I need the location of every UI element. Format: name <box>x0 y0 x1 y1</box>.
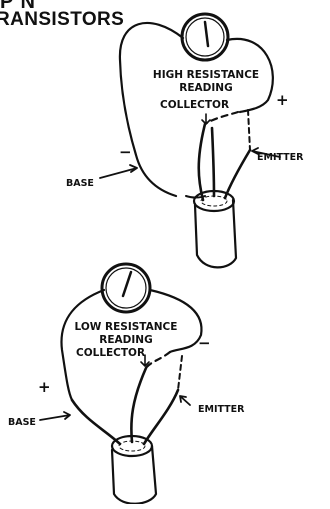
base-test-lead <box>60 288 106 402</box>
reading-label-line-2: READING <box>99 334 152 346</box>
reading-label-line-1: LOW RESISTANCE <box>75 321 178 333</box>
base-test-lead <box>118 21 185 198</box>
probe-polarity-sign: − <box>198 334 211 352</box>
base-polarity-sign: + <box>38 378 51 396</box>
low-resistance-diagram: LOW RESISTANCE READING COLLECTOR EMITTER… <box>8 262 245 505</box>
emitter-label: EMITTER <box>198 404 245 415</box>
transistor-icon <box>192 189 238 269</box>
high-resistance-diagram: HIGH RESISTANCE READING COLLECTOR EMITTE… <box>66 12 304 269</box>
probe-polarity-sign: + <box>276 91 289 109</box>
collector-label: COLLECTOR <box>76 347 145 359</box>
emitter-label: EMITTER <box>257 152 304 163</box>
collector-label: COLLECTOR <box>160 99 229 111</box>
reading-label-line-1: HIGH RESISTANCE <box>153 69 259 81</box>
base-polarity-sign: − <box>119 143 132 161</box>
transistor-icon <box>110 434 158 505</box>
heading-line-2: RANSISTORS <box>0 9 125 30</box>
emitter-test-lead <box>225 37 274 114</box>
base-label: BASE <box>66 178 94 189</box>
base-label: BASE <box>8 417 36 428</box>
reading-label-line-2: READING <box>179 82 232 94</box>
heading-line-1: P N <box>0 0 36 13</box>
emitter-test-lead <box>148 288 203 354</box>
ohmmeter-icon <box>100 262 152 314</box>
ohmmeter-icon <box>180 12 230 62</box>
